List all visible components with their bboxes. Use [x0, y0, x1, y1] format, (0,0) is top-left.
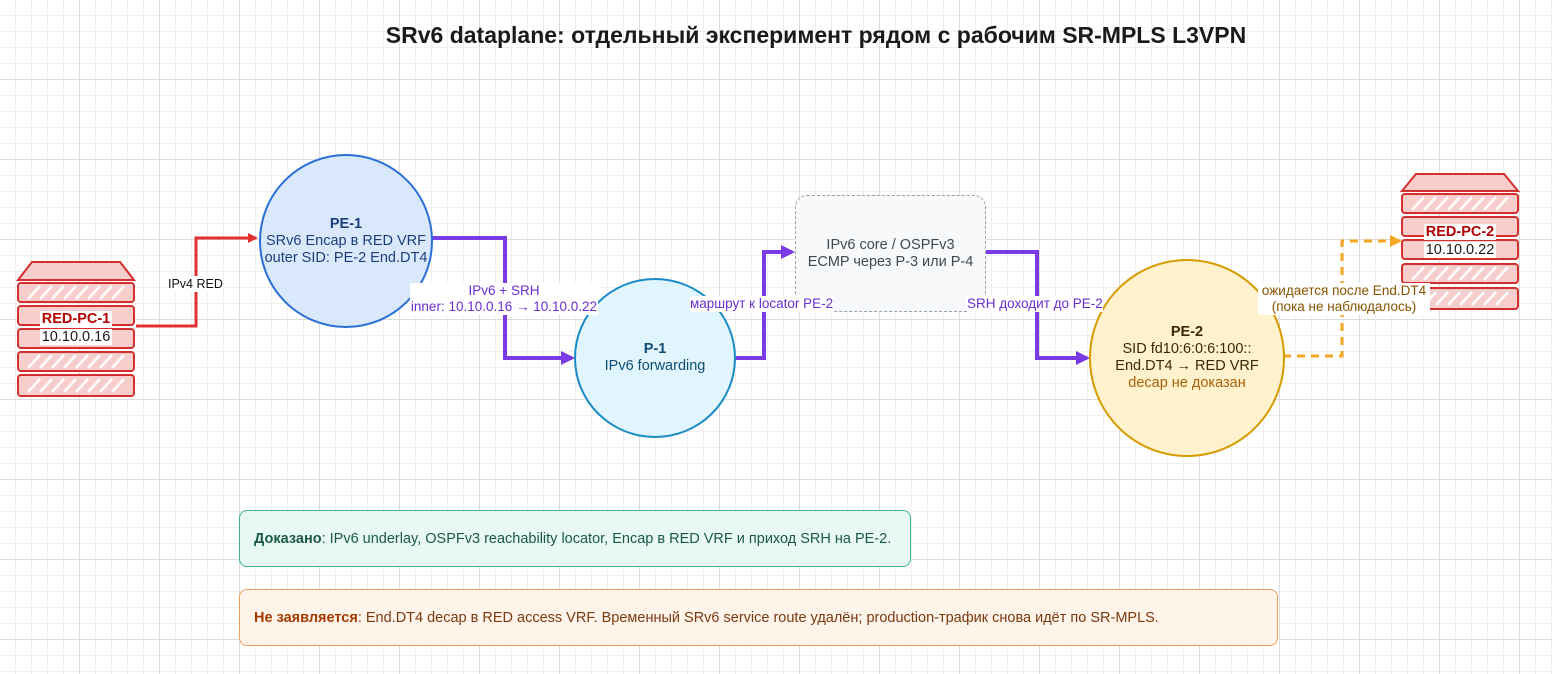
red-pc-2-label: RED-PC-2 10.10.0.22: [1404, 223, 1516, 259]
p-1-line1: IPv6 forwarding: [604, 358, 706, 374]
core-line2: ECMP через P-3 или P-4: [807, 253, 974, 270]
edge-label-srh-arrives: SRH доходит до PE-2: [967, 296, 1103, 312]
diagram-title: SRv6 dataplane: отдельный эксперимент ря…: [385, 22, 1247, 48]
node-pe-2: PE-2 SID fd10:6:0:6:100:: End.DT4 → RED …: [1089, 259, 1285, 457]
pe-1-title: PE-1: [329, 215, 363, 232]
edge-label-expected-line1: ожидается после End.DT4: [1261, 283, 1427, 298]
red-pc-1-name: RED-PC-1: [39, 311, 113, 327]
core-line1: IPv6 core / OSPFv3: [826, 236, 955, 253]
pe-2-line3: decap не доказан: [1128, 375, 1246, 391]
node-ipv6-core: IPv6 core / OSPFv3 ECMP через P-3 или P-…: [795, 195, 986, 312]
edge-label-ipv6-srh: IPv6 + SRH inner: 10.10.0.16 → 10.10.0.2…: [410, 283, 598, 315]
edge-label-ipv4-red: IPv4 RED: [168, 276, 223, 292]
note-proven: Доказано: IPv6 underlay, OSPFv3 reachabi…: [239, 510, 911, 567]
pe-2-title: PE-2: [1170, 324, 1204, 340]
edge-label-ipv6-srh-line1: IPv6 + SRH: [468, 283, 540, 298]
pe-1-line1: SRv6 Encap в RED VRF: [265, 232, 426, 249]
edge-label-locator-route: маршрут к locator PE-2: [690, 296, 834, 312]
red-pc-2-ip: 10.10.0.22: [1423, 242, 1497, 258]
edge-label-ipv6-srh-line2: inner: 10.10.0.16 → 10.10.0.22: [410, 299, 598, 314]
red-pc-1-ip: 10.10.0.16: [39, 329, 113, 345]
pe-2-line2: End.DT4 → RED VRF: [1115, 358, 1259, 374]
red-pc-2-name: RED-PC-2: [1423, 224, 1497, 240]
pe-2-line1: SID fd10:6:0:6:100::: [1122, 341, 1252, 357]
edge-label-expected-line2: (пока не наблюдалось): [1271, 299, 1417, 314]
pe-1-line2: outer SID: PE-2 End.DT4: [264, 249, 428, 266]
note-proven-label: Доказано: [254, 530, 322, 547]
node-pe-1: PE-1 SRv6 Encap в RED VRF outer SID: PE-…: [259, 154, 433, 328]
edge-label-expected: ожидается после End.DT4 (пока не наблюда…: [1258, 283, 1430, 315]
p-1-title: P-1: [643, 341, 667, 357]
red-pc-1-label: RED-PC-1 10.10.0.16: [20, 310, 132, 346]
note-proven-text: : IPv6 underlay, OSPFv3 reachability loc…: [321, 530, 892, 547]
note-not-claimed-text: : End.DT4 decap в RED access VRF. Времен…: [357, 609, 1159, 626]
note-not-claimed-label: Не заявляется: [254, 609, 358, 626]
note-not-claimed: Не заявляется: End.DT4 decap в RED acces…: [239, 589, 1278, 646]
